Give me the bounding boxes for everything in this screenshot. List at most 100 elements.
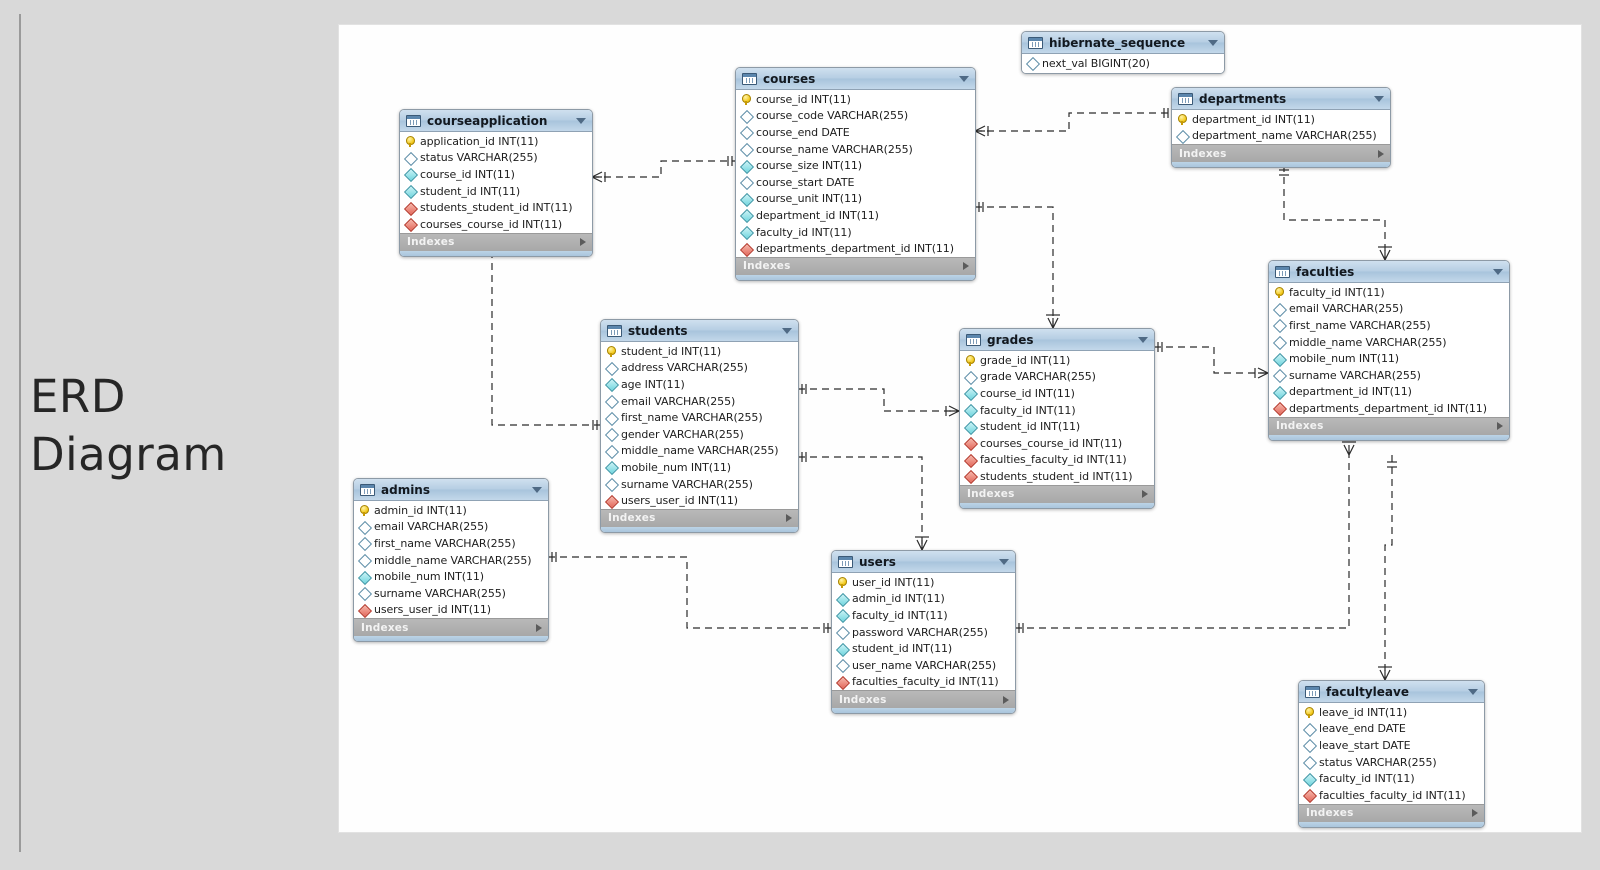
indexes-section[interactable]: Indexes (960, 484, 1154, 503)
table-column[interactable]: departments_department_id INT(11) (1269, 400, 1509, 417)
table-column[interactable]: mobile_num INT(11) (1269, 350, 1509, 367)
table-column[interactable]: students_student_id INT(11) (960, 468, 1154, 485)
table-column[interactable]: status VARCHAR(255) (400, 150, 592, 167)
table-column[interactable]: admin_id INT(11) (354, 502, 548, 519)
table-column[interactable]: user_name VARCHAR(255) (832, 657, 1015, 674)
table-column[interactable]: course_id INT(11) (400, 166, 592, 183)
indexes-section[interactable]: Indexes (736, 256, 975, 275)
table-column[interactable]: surname VARCHAR(255) (601, 476, 798, 493)
table-column[interactable]: email VARCHAR(255) (354, 519, 548, 536)
table-column[interactable]: course_start DATE (736, 174, 975, 191)
table-column[interactable]: course_id INT(11) (960, 385, 1154, 402)
table-column[interactable]: users_user_id INT(11) (354, 602, 548, 619)
table-header[interactable]: admins (354, 479, 548, 501)
table-header[interactable]: facultyleave (1299, 681, 1484, 703)
table-column[interactable]: course_unit INT(11) (736, 191, 975, 208)
table-column[interactable]: leave_start DATE (1299, 737, 1484, 754)
table-column[interactable]: faculty_id INT(11) (736, 224, 975, 241)
table-column[interactable]: student_id INT(11) (400, 183, 592, 200)
table-column[interactable]: faculties_faculty_id INT(11) (832, 674, 1015, 691)
table-column[interactable]: course_name VARCHAR(255) (736, 141, 975, 158)
table-column[interactable]: first_name VARCHAR(255) (354, 535, 548, 552)
table-column[interactable]: grade_id INT(11) (960, 352, 1154, 369)
chevron-down-icon[interactable] (1138, 336, 1148, 343)
table-header[interactable]: courses (736, 68, 975, 90)
indexes-section[interactable]: Indexes (832, 690, 1015, 709)
table-column[interactable]: password VARCHAR(255) (832, 624, 1015, 641)
table-column[interactable]: mobile_num INT(11) (354, 568, 548, 585)
expand-indexes-arrow-icon[interactable] (1142, 490, 1148, 499)
expand-indexes-arrow-icon[interactable] (786, 514, 792, 523)
table-header[interactable]: students (601, 320, 798, 342)
expand-indexes-arrow-icon[interactable] (963, 262, 969, 271)
indexes-section[interactable]: Indexes (1299, 803, 1484, 822)
table-column[interactable]: middle_name VARCHAR(255) (354, 552, 548, 569)
table-column[interactable]: courses_course_id INT(11) (400, 216, 592, 233)
table-column[interactable]: first_name VARCHAR(255) (1269, 317, 1509, 334)
table-column[interactable]: department_id INT(11) (1269, 384, 1509, 401)
table-column[interactable]: middle_name VARCHAR(255) (601, 443, 798, 460)
table-column[interactable]: admin_id INT(11) (832, 591, 1015, 608)
table-column[interactable]: surname VARCHAR(255) (1269, 367, 1509, 384)
table-column[interactable]: status VARCHAR(255) (1299, 754, 1484, 771)
table-header[interactable]: departments (1172, 88, 1390, 110)
table-header[interactable]: hibernate_sequence (1022, 32, 1224, 54)
table-column[interactable]: middle_name VARCHAR(255) (1269, 334, 1509, 351)
expand-indexes-arrow-icon[interactable] (1497, 422, 1503, 431)
table-column[interactable]: department_id INT(11) (1172, 111, 1390, 128)
expand-indexes-arrow-icon[interactable] (1003, 695, 1009, 704)
table-column[interactable]: department_id INT(11) (736, 207, 975, 224)
table-column[interactable]: email VARCHAR(255) (601, 393, 798, 410)
table-column[interactable]: faculty_id INT(11) (1299, 770, 1484, 787)
chevron-down-icon[interactable] (1374, 95, 1384, 102)
table-column[interactable]: students_student_id INT(11) (400, 199, 592, 216)
table-column[interactable]: student_id INT(11) (960, 418, 1154, 435)
table-column[interactable]: mobile_num INT(11) (601, 459, 798, 476)
table-column[interactable]: gender VARCHAR(255) (601, 426, 798, 443)
table-column[interactable]: course_id INT(11) (736, 91, 975, 108)
table-column[interactable]: address VARCHAR(255) (601, 360, 798, 377)
table-column[interactable]: faculties_faculty_id INT(11) (960, 452, 1154, 469)
chevron-down-icon[interactable] (1208, 39, 1218, 46)
table-column[interactable]: next_val BIGINT(20) (1022, 55, 1224, 72)
table-column[interactable]: departments_department_id INT(11) (736, 240, 975, 257)
table-column[interactable]: leave_end DATE (1299, 721, 1484, 738)
table-column[interactable]: student_id INT(11) (601, 343, 798, 360)
table-header[interactable]: users (832, 551, 1015, 573)
table-column[interactable]: course_code VARCHAR(255) (736, 108, 975, 125)
table-column[interactable]: user_id INT(11) (832, 574, 1015, 591)
indexes-section[interactable]: Indexes (400, 232, 592, 251)
chevron-down-icon[interactable] (782, 327, 792, 334)
chevron-down-icon[interactable] (1468, 688, 1478, 695)
expand-indexes-arrow-icon[interactable] (580, 238, 586, 247)
table-column[interactable]: email VARCHAR(255) (1269, 301, 1509, 318)
chevron-down-icon[interactable] (999, 558, 1009, 565)
table-header[interactable]: courseapplication (400, 110, 592, 132)
chevron-down-icon[interactable] (1493, 268, 1503, 275)
expand-indexes-arrow-icon[interactable] (536, 623, 542, 632)
chevron-down-icon[interactable] (959, 75, 969, 82)
table-column[interactable]: faculty_id INT(11) (832, 607, 1015, 624)
table-header[interactable]: faculties (1269, 261, 1509, 283)
table-column[interactable]: users_user_id INT(11) (601, 492, 798, 509)
table-column[interactable]: faculties_faculty_id INT(11) (1299, 787, 1484, 804)
table-column[interactable]: surname VARCHAR(255) (354, 585, 548, 602)
chevron-down-icon[interactable] (576, 117, 586, 124)
table-column[interactable]: faculty_id INT(11) (960, 402, 1154, 419)
table-column[interactable]: faculty_id INT(11) (1269, 284, 1509, 301)
table-header[interactable]: grades (960, 329, 1154, 351)
table-column[interactable]: age INT(11) (601, 376, 798, 393)
table-column[interactable]: leave_id INT(11) (1299, 704, 1484, 721)
indexes-section[interactable]: Indexes (1172, 144, 1390, 163)
